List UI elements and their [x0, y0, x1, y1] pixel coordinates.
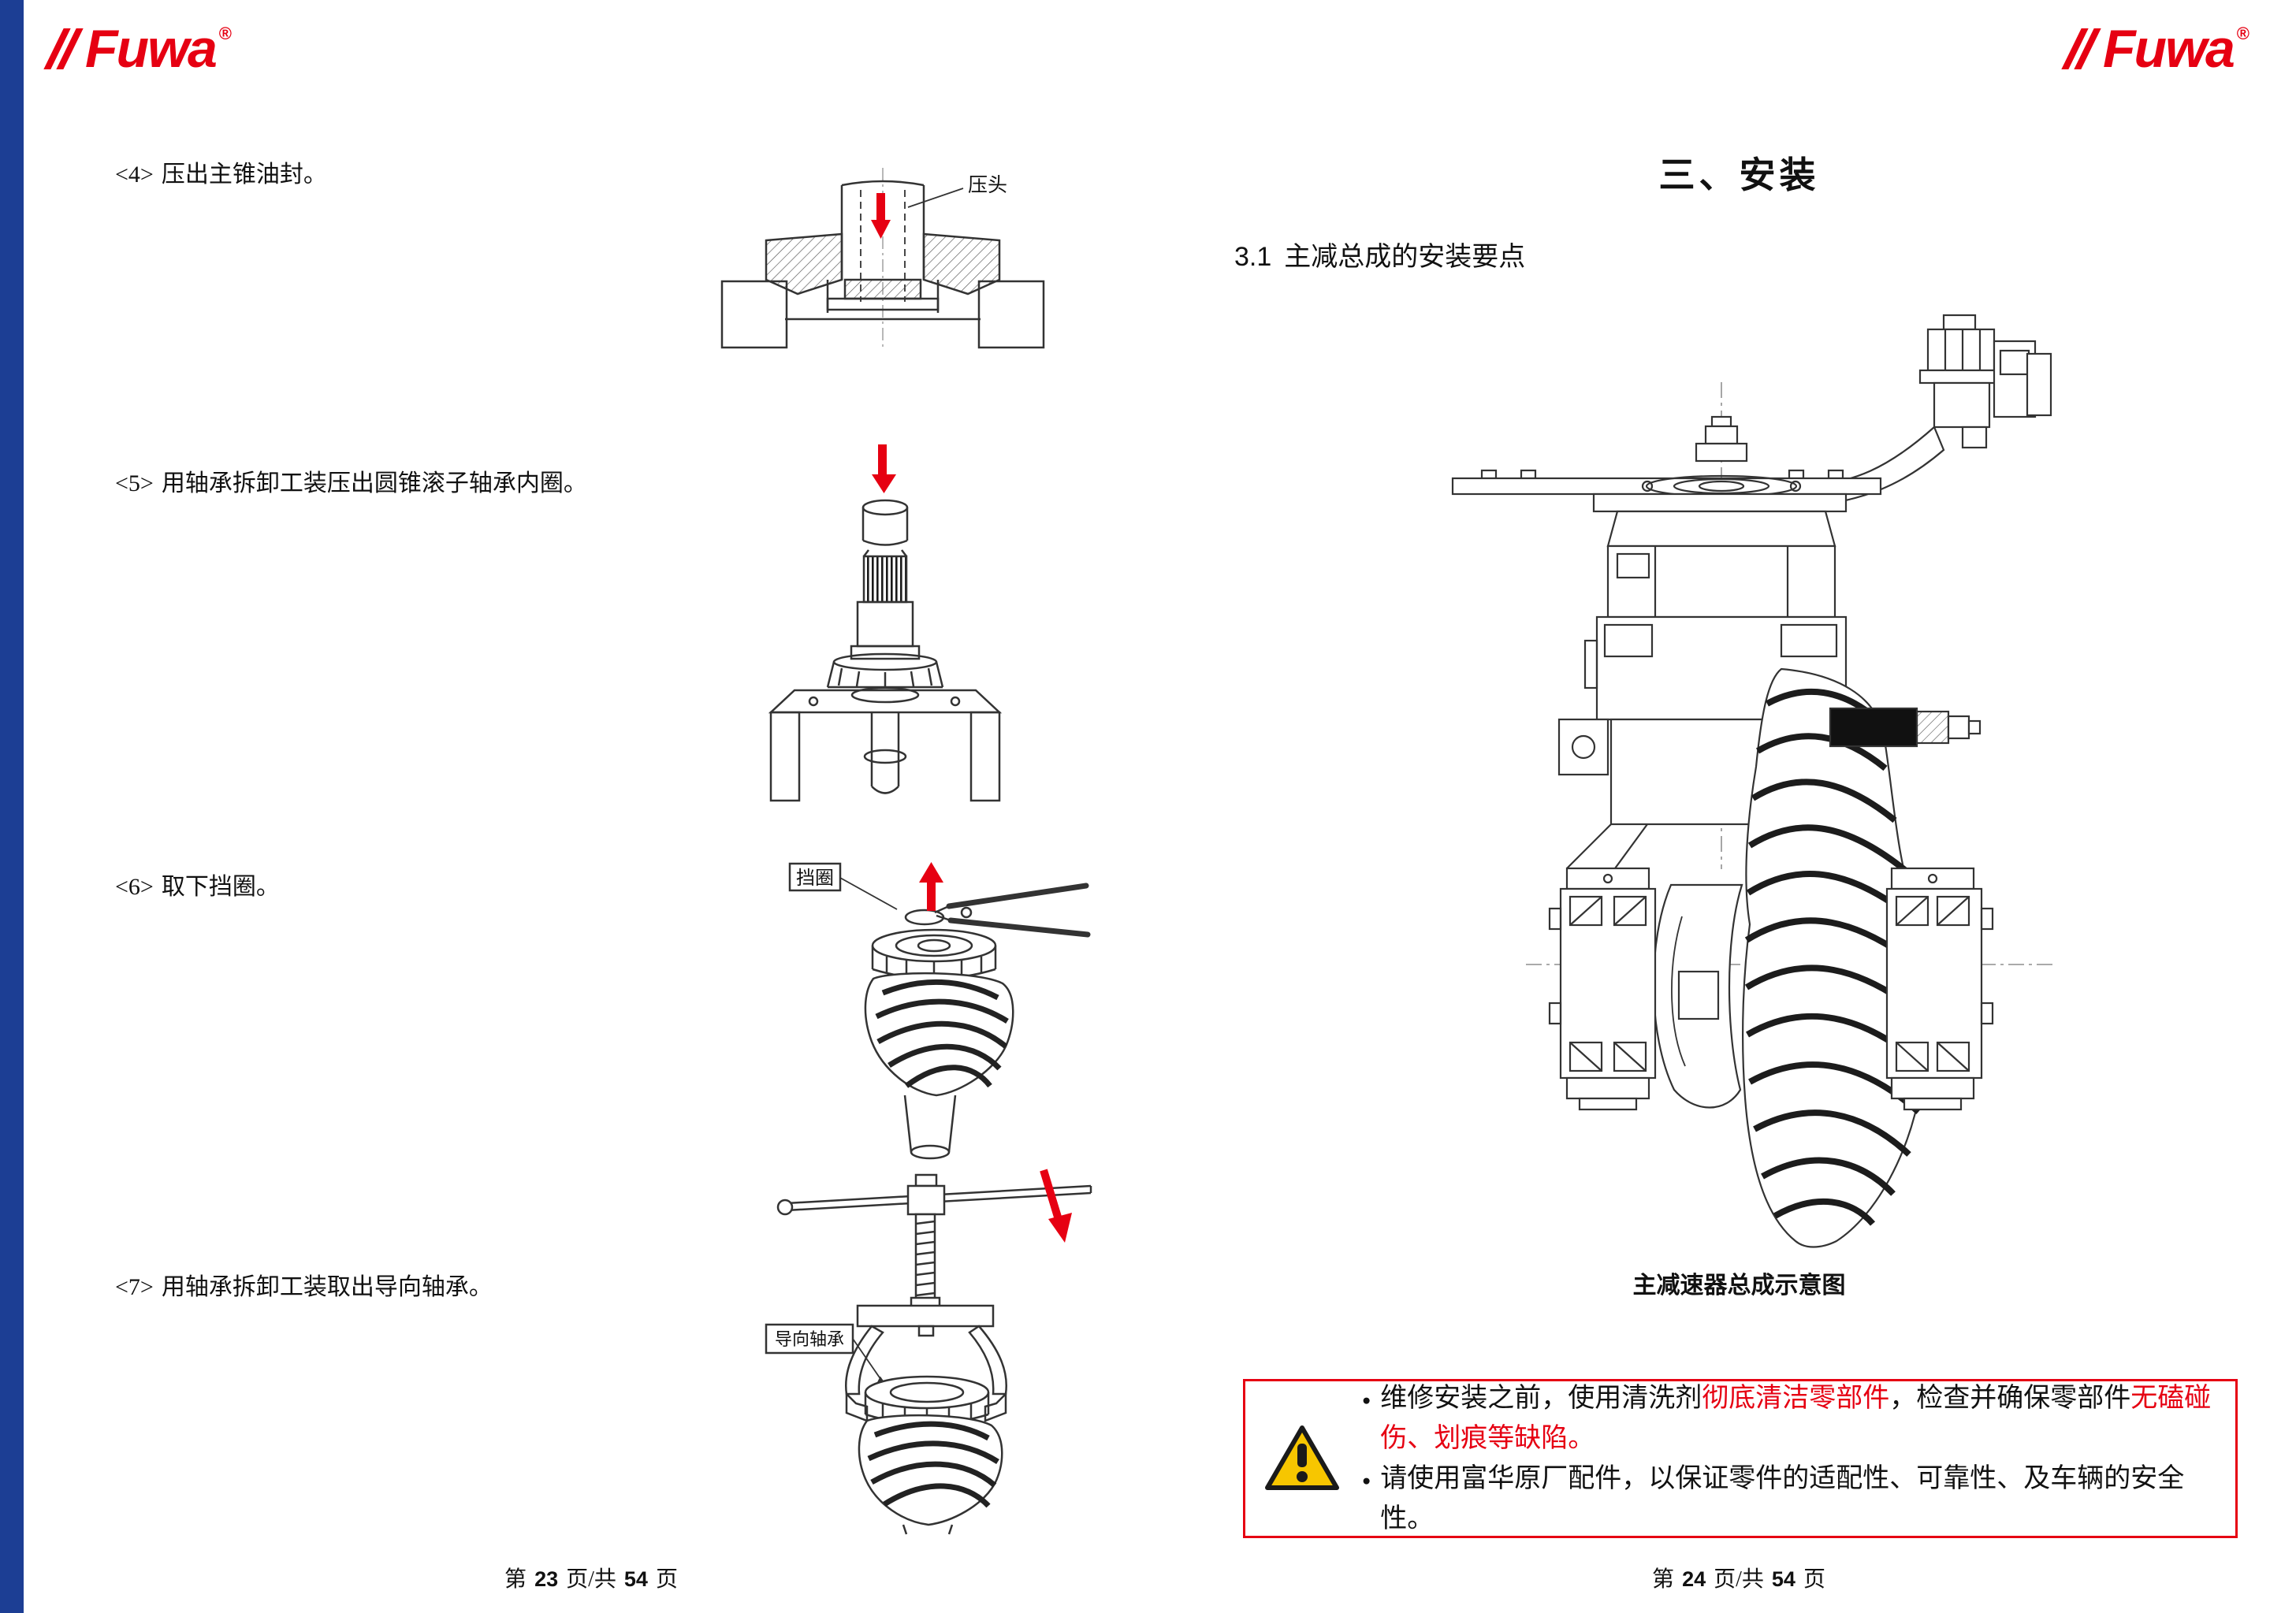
warning-text: ● 维修安装之前，使用清洗剂彻底清洁零部件，检查并确保零部件无磕碰伤、划痕等缺陷…	[1362, 1378, 2218, 1539]
main-reducer-assembly-diagram	[1451, 314, 2057, 1248]
left-edge-bar	[0, 0, 24, 1613]
fuwa-logo-text: Fuwa	[2103, 19, 2235, 79]
bullet-icon: ●	[1362, 1392, 1371, 1408]
footer-total-pages: 54	[623, 1567, 648, 1591]
retaining-ring-removal-diagram: 挡圈	[788, 862, 1091, 1160]
warning-box: ● 维修安装之前，使用清洗剂彻底清洁零部件，检查并确保零部件无磕碰伤、划痕等缺陷…	[1243, 1379, 2238, 1538]
footer-page-number: 24	[1682, 1567, 1706, 1591]
warning-line-1: ● 维修安装之前，使用清洗剂彻底清洁零部件，检查并确保零部件无磕碰伤、划痕等缺陷…	[1362, 1378, 2218, 1459]
warning-seg-3: ，检查并确保零部件	[1889, 1383, 2131, 1413]
section-heading: 3.1 主减总成的安装要点	[1234, 235, 1525, 273]
footer-suffix: 页	[1803, 1567, 1825, 1592]
section-title: 主减总成的安装要点	[1284, 242, 1526, 272]
footer-total-pages: 54	[1771, 1567, 1795, 1591]
fuwa-logo-slashes-icon	[43, 28, 84, 69]
press-head-label: 压头	[968, 174, 1007, 196]
oil-seal-press-diagram: 压头	[720, 168, 1045, 349]
step-4-text: 压出主锥油封。	[161, 162, 327, 188]
step-7-number: <7>	[115, 1274, 154, 1300]
fuwa-logo-registered: ®	[218, 24, 233, 43]
warning-line-1-text: 维修安装之前，使用清洗剂彻底清洁零部件，检查并确保零部件无磕碰伤、划痕等缺陷。	[1380, 1378, 2218, 1459]
step-7-text: 用轴承拆卸工装取出导向轴承。	[161, 1274, 493, 1300]
footer-prefix: 第	[1652, 1567, 1675, 1592]
section-number: 3.1	[1234, 242, 1272, 272]
footer-page-number: 23	[534, 1567, 559, 1591]
fuwa-logo-registered: ®	[2236, 24, 2250, 43]
rotate-arrow-icon	[1040, 1169, 1072, 1243]
warning-seg-4-red: 无磕碰伤、划痕等缺陷。	[1380, 1383, 2212, 1453]
footer-prefix: 第	[504, 1567, 527, 1592]
retaining-ring-label: 挡圈	[796, 868, 834, 889]
fuwa-logo-left: Fuwa ®	[43, 19, 233, 79]
footer-mid: 页/共	[1714, 1567, 1764, 1592]
page-24-footer: 第 24 页/共 54 页	[1494, 1562, 1983, 1593]
warning-line-2-text: 请使用富华原厂配件，以保证零件的适配性、可靠性、及车辆的安全性。	[1380, 1463, 2185, 1533]
step-4-number: <4>	[115, 162, 154, 188]
warning-seg-2-red: 彻底清洁零部件	[1702, 1383, 1890, 1413]
footer-suffix: 页	[655, 1567, 678, 1592]
bearing-inner-ring-press-diagram	[768, 444, 1003, 802]
press-down-arrow-icon	[871, 193, 891, 239]
step-6: <6> 取下挡圈。	[115, 867, 280, 901]
press-down-arrow-icon	[872, 444, 896, 493]
page-23-footer: 第 23 页/共 54 页	[347, 1562, 835, 1593]
figure-caption: 主减速器总成示意图	[1632, 1273, 1846, 1299]
step-6-text: 取下挡圈。	[161, 874, 280, 900]
footer-mid: 页/共	[566, 1567, 616, 1592]
step-4: <4> 压出主锥油封。	[115, 154, 327, 189]
step-6-number: <6>	[115, 874, 154, 900]
bullet-icon: ●	[1362, 1472, 1371, 1488]
fuwa-logo-text: Fuwa	[85, 19, 218, 79]
step-5-number: <5>	[115, 470, 154, 496]
guide-bearing-puller-diagram: 导向轴承	[765, 1169, 1092, 1535]
fuwa-logo-slashes-icon	[2061, 28, 2101, 69]
step-7: <7> 用轴承拆卸工装取出导向轴承。	[115, 1267, 493, 1302]
guide-bearing-label: 导向轴承	[775, 1329, 844, 1349]
page-title: 三、安装	[1658, 155, 1820, 195]
warning-seg-1: 维修安装之前，使用清洗剂	[1380, 1383, 1702, 1413]
fuwa-logo-right: Fuwa ®	[2061, 19, 2250, 79]
warning-line-2: ● 请使用富华原厂配件，以保证零件的适配性、可靠性、及车辆的安全性。	[1362, 1459, 2218, 1539]
step-5: <5> 用轴承拆卸工装压出圆锥滚子轴承内圈。	[115, 463, 587, 498]
warning-icon	[1265, 1425, 1339, 1490]
pull-up-arrow-icon	[919, 862, 943, 911]
step-5-text: 用轴承拆卸工装压出圆锥滚子轴承内圈。	[161, 470, 587, 496]
